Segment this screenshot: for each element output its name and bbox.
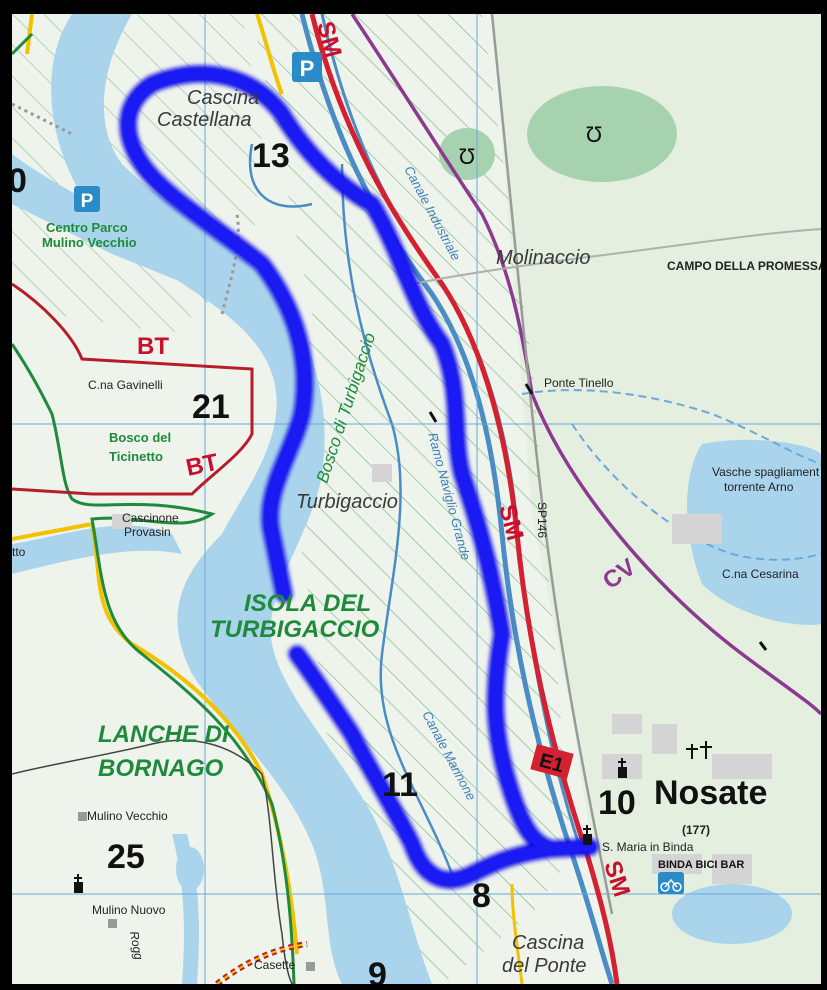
pond-south-west (176, 847, 204, 891)
building-marker (108, 919, 117, 928)
topographic-map: P P Ʊ Ʊ E (12, 14, 821, 984)
label-nosate: Nosate (654, 774, 767, 812)
label-centro-parco: Mulino Vecchio (42, 235, 137, 250)
route-loop-core (123, 69, 595, 885)
label-bt-south: BT (184, 449, 221, 482)
label-sp146: SP146 (535, 502, 549, 538)
minor-road-east (411, 228, 821, 285)
label-isola-turbigaccio: TURBIGACCIO (210, 616, 380, 643)
label-vasche: torrente Arno (724, 480, 794, 494)
horseshoe-icon: Ʊ (459, 144, 475, 169)
label-nosate-altitude: (177) (682, 823, 710, 837)
park-boundary-green (12, 343, 296, 984)
dashed-boundary (521, 389, 821, 465)
label-isola-turbigaccio: ISOLA DEL (244, 590, 371, 617)
pond-southeast (672, 884, 792, 944)
label-bosco-ticinetto: Bosco del (109, 430, 171, 445)
label-s-maria-binda: S. Maria in Binda (602, 840, 694, 854)
road-sm (309, 14, 620, 984)
label-cascina-castellana: Castellana (157, 109, 252, 131)
label-ponte-tinello: Ponte Tinello (544, 376, 614, 390)
label-cascina-ponte: Cascina (512, 932, 584, 954)
label-roggia: Rogg (127, 930, 146, 961)
bridge-marker (758, 641, 768, 651)
bridge-marker (524, 383, 534, 395)
label-mulino-vecchio: Mulino Vecchio (87, 809, 168, 823)
label-lanche-bornago: LANCHE DI (98, 721, 230, 748)
label-cascina-castellana: Cascina (187, 87, 259, 109)
svg-text:P: P (81, 191, 94, 212)
bt-trail-boundary (12, 282, 254, 496)
church-icon (618, 758, 627, 778)
waypoint-number-edge-bottom: 9 (368, 956, 387, 984)
horseshoe-icon: Ʊ (586, 122, 602, 147)
bicycle-icon (658, 872, 684, 894)
label-cna-cesarina: C.na Cesarina (722, 567, 799, 581)
bridge-marker (428, 411, 438, 423)
waypoint-number-21: 21 (192, 388, 230, 426)
waypoint-number-10: 10 (598, 784, 636, 822)
waypoint-number-8: 8 (472, 877, 491, 915)
label-cascinone: Provasin (124, 525, 171, 539)
label-cascinone: Cascinone (122, 511, 179, 525)
stream-north (248, 143, 313, 208)
e1-trail-badge: E1 (530, 744, 574, 779)
park-boundary-nw (12, 32, 34, 56)
label-bt-north: BT (137, 333, 169, 360)
label-turbigaccio: Turbigaccio (296, 491, 398, 513)
waypoint-number-13: 13 (252, 137, 290, 175)
vasche-pond (687, 439, 821, 625)
farmland-area (492, 14, 821, 984)
label-cascina-ponte: del Ponte (502, 955, 587, 977)
label-binda-bici-bar: BINDA BICI BAR (658, 859, 744, 871)
label-bosco-ticinetto: Ticinetto (109, 449, 163, 464)
yellow-road-nw (25, 14, 34, 55)
dotted-path (220, 213, 240, 315)
svg-text:P: P (300, 56, 315, 81)
yellow-road-north (255, 14, 284, 95)
pond-large (527, 86, 677, 182)
label-mulino-nuovo: Mulino Nuovo (92, 903, 166, 917)
parking-icon-centro: P (74, 186, 100, 212)
label-casette: Casette (254, 958, 296, 972)
dashed-boundary-2 (571, 423, 821, 561)
map-canvas: P P Ʊ Ʊ E (12, 14, 821, 984)
waypoint-number-25: 25 (107, 838, 145, 876)
waypoint-number-11: 11 (382, 766, 418, 804)
cemetery-icon (686, 741, 712, 759)
parking-icon: P (292, 52, 322, 82)
church-icon (74, 874, 83, 893)
road-dark-sw (12, 739, 293, 984)
canale-marinone (340, 163, 454, 875)
railway-dotted-inner (216, 943, 308, 984)
church-icon (583, 825, 592, 845)
building-marker (78, 812, 87, 821)
label-lanche-bornago: BORNAGO (98, 755, 224, 782)
building-marker (306, 962, 315, 971)
label-campo-promessa: CAMPO DELLA PROMESSA (667, 259, 821, 273)
label-centro-parco: Centro Parco (46, 220, 128, 235)
label-tto: tto (12, 545, 26, 559)
road-sp146 (490, 14, 614, 915)
label-molinaccio: Molinaccio (496, 247, 590, 269)
label-cna-gavinelli: C.na Gavinelli (88, 378, 163, 392)
waypoint-number-edge: 0 (12, 162, 27, 200)
label-vasche: Vasche spagliament (712, 465, 820, 479)
yellow-road-south (510, 883, 524, 984)
